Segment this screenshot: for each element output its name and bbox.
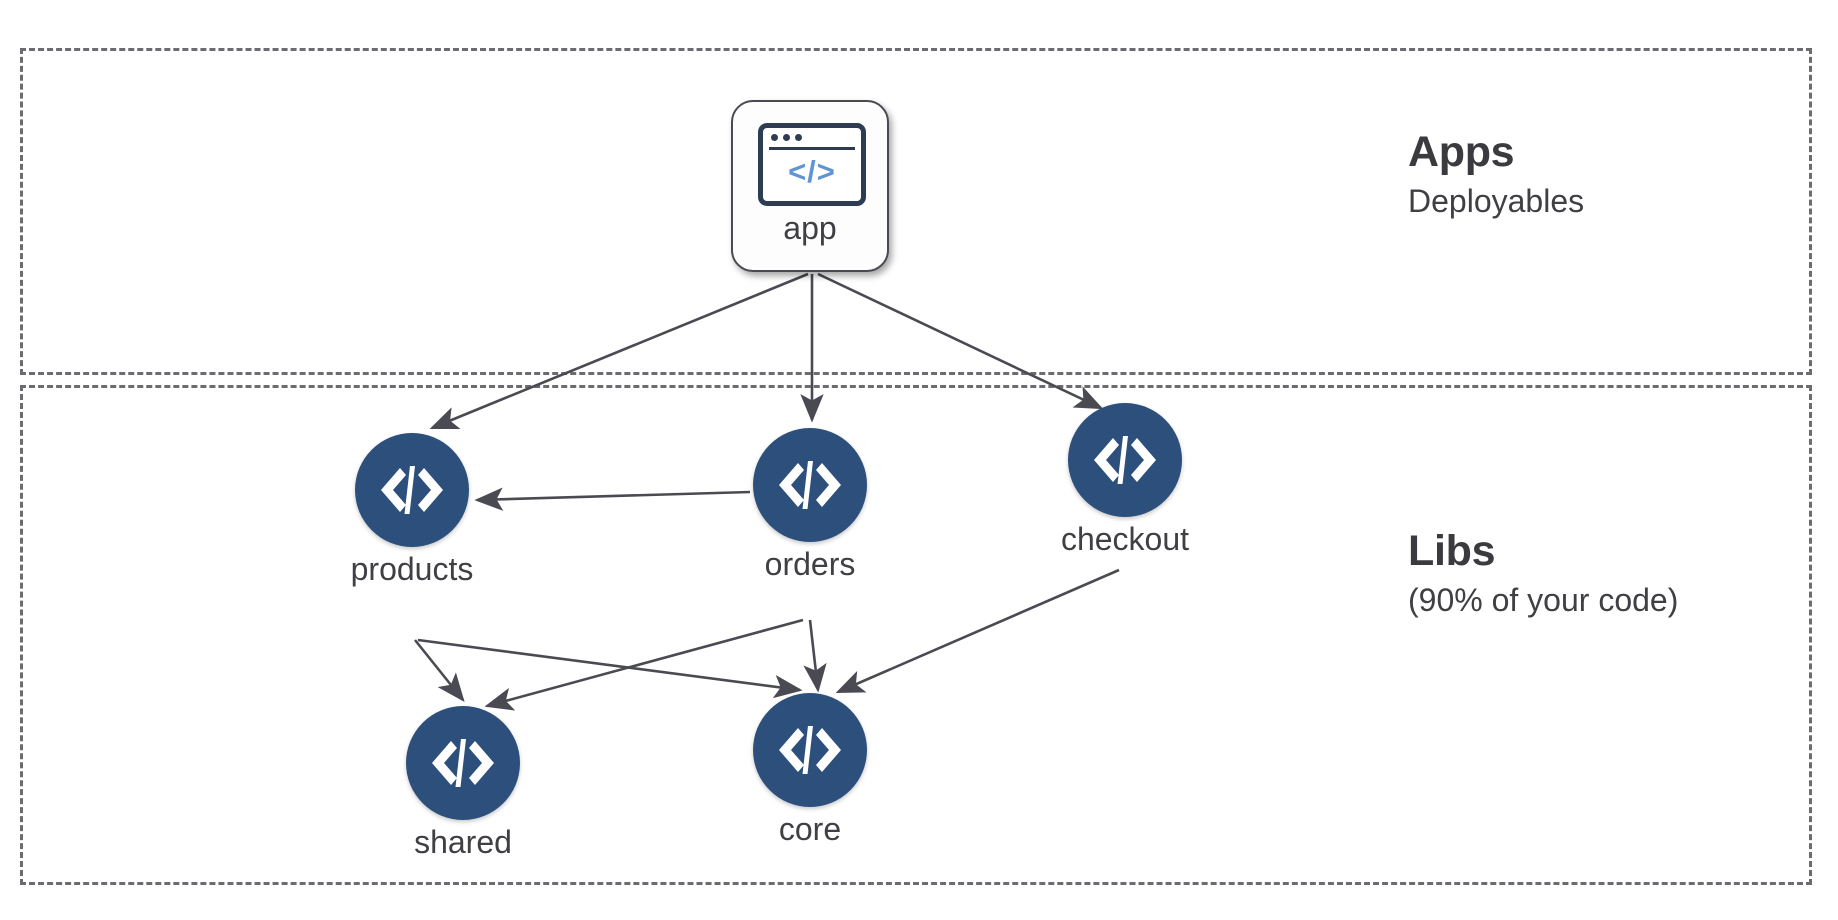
- node-products[interactable]: products: [351, 433, 473, 587]
- node-shared[interactable]: shared: [406, 706, 520, 860]
- node-app-label: app: [783, 210, 837, 246]
- zone-libs-subtitle: (90% of your code): [1408, 582, 1679, 619]
- code-window-icon: </>: [758, 123, 866, 206]
- code-icon: [355, 433, 469, 547]
- zone-libs: [20, 385, 1812, 885]
- node-app[interactable]: </> app: [731, 100, 889, 272]
- zone-apps-caption: Apps Deployables: [1408, 128, 1584, 220]
- node-core-label: core: [778, 811, 842, 847]
- code-icon: [1068, 403, 1182, 517]
- zone-libs-title: Libs: [1408, 527, 1496, 575]
- zone-libs-caption: Libs (90% of your code): [1408, 527, 1678, 619]
- code-icon: [753, 693, 867, 807]
- node-checkout[interactable]: checkout: [1061, 403, 1189, 557]
- node-core[interactable]: core: [753, 693, 867, 847]
- node-products-label: products: [350, 551, 474, 587]
- zone-apps-title: Apps: [1408, 128, 1515, 176]
- code-glyph: </>: [788, 154, 836, 189]
- code-icon: [406, 706, 520, 820]
- node-shared-label: shared: [414, 824, 512, 860]
- window-titlebar-rule: [769, 147, 855, 150]
- node-checkout-label: checkout: [1060, 521, 1190, 557]
- node-orders[interactable]: orders: [753, 428, 867, 582]
- node-orders-label: orders: [764, 546, 856, 582]
- code-icon: [753, 428, 867, 542]
- window-dots-icon: [771, 134, 802, 141]
- zone-apps-subtitle: Deployables: [1408, 183, 1585, 220]
